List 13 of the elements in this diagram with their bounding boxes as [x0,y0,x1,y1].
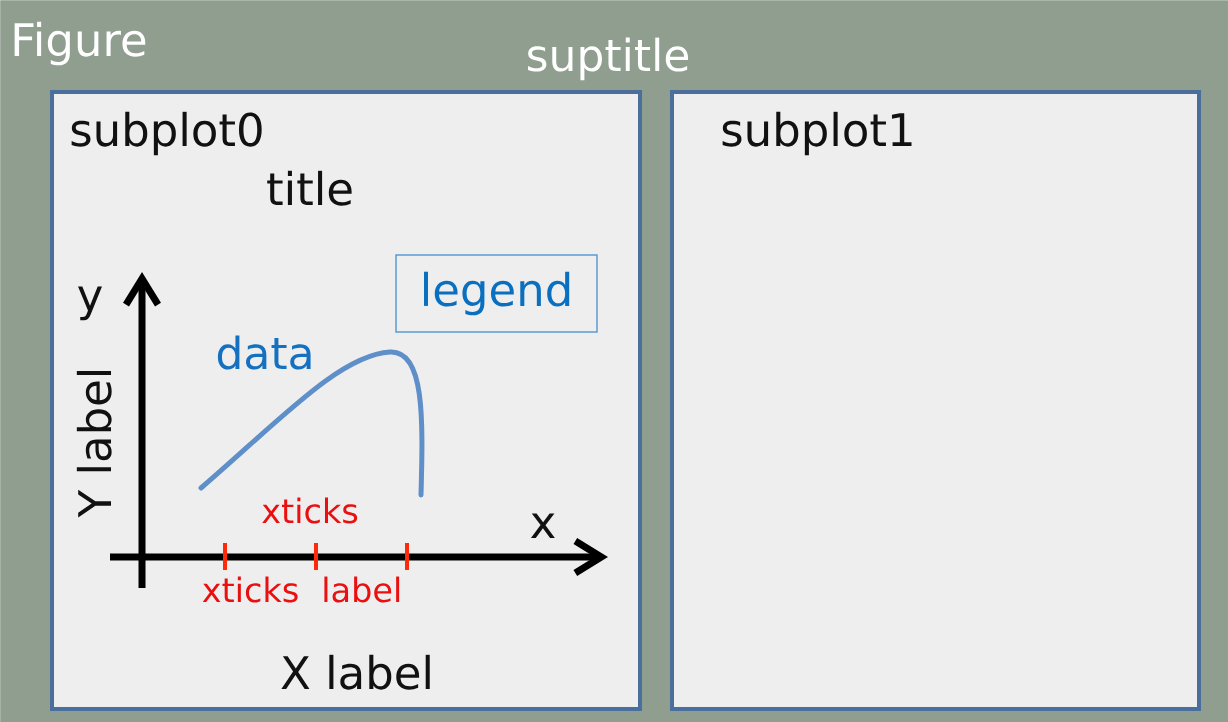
figure-label: Figure [14,21,146,66]
axis-label: Y label [76,370,112,518]
axis-letter: y [78,286,102,321]
tick-label: xticks label [202,576,400,603]
suptitle: suptitle [528,37,689,81]
axis-letter: x [531,513,555,538]
axis-label: X label [281,654,430,690]
legend-box: legend [395,254,598,333]
data-label: data [217,335,311,370]
subplot-label: subplot0 [71,111,262,156]
subplot-label: subplot1 [722,111,912,156]
tick-label: xticks [262,497,358,524]
plot-title: title [267,170,352,206]
